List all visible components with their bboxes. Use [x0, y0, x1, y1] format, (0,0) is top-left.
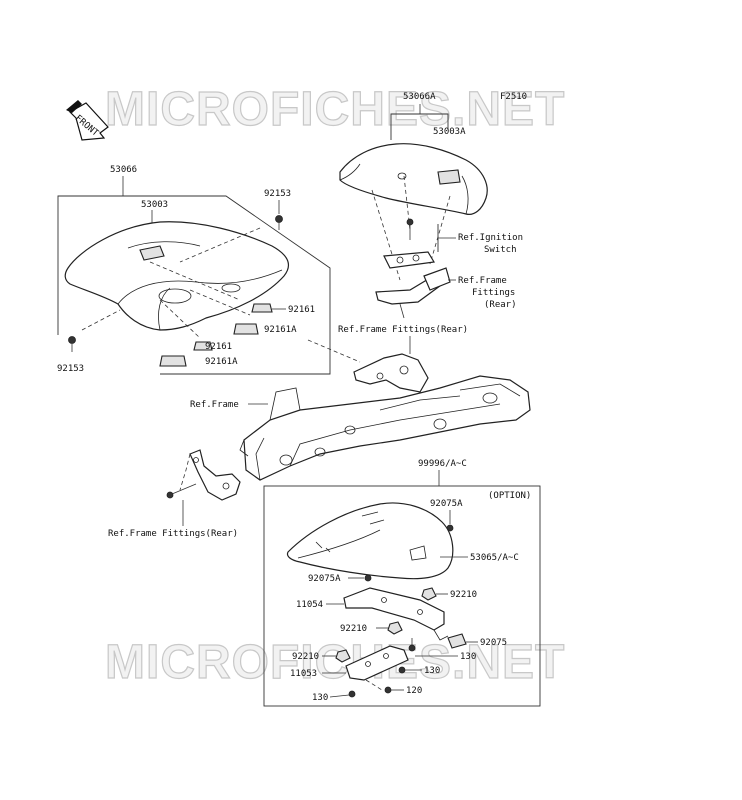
bolt-120-icon — [384, 686, 392, 694]
figure-code: F2510 — [500, 92, 527, 102]
label-92153-left: 92153 — [57, 364, 84, 374]
plate-11053-part — [345, 645, 409, 691]
label-130-bottom: 130 — [312, 693, 328, 703]
watermark-bottom: MICROFICHES.NET — [105, 636, 565, 689]
label-ref-frame: Ref.Frame — [190, 400, 239, 410]
label-53003a: 53003A — [433, 127, 466, 137]
leader-130-bottom — [329, 694, 350, 698]
frame-fittings-rear-mid-part — [307, 339, 429, 393]
bracket-11054-part — [343, 587, 449, 641]
bolt-130-right-b-icon — [398, 666, 406, 674]
label-92210-left: 92210 — [292, 652, 319, 662]
bolt-130-right-a-icon — [408, 638, 416, 652]
label-92210-mid: 92210 — [340, 624, 367, 634]
label-92161-2: 92161 — [205, 342, 232, 352]
solo-seat-cover-option-part — [286, 502, 454, 580]
option-label: (OPTION) — [488, 491, 531, 501]
rear-frame-part — [239, 375, 531, 481]
label-92075a-left: 92075A — [308, 574, 341, 584]
cover-group-bracket — [390, 113, 449, 140]
label-53066: 53066 — [110, 165, 137, 175]
seat-part — [64, 221, 290, 339]
label-92075: 92075 — [480, 638, 507, 648]
label-ref-frame-fittings-rear-low: Ref.Frame Fittings(Rear) — [108, 529, 238, 539]
label-ref-frame-rear-3: (Rear) — [484, 300, 517, 310]
seat-group-box — [57, 195, 331, 375]
screw-92075a-left-icon — [364, 574, 372, 582]
label-ref-ignition-2: Switch — [484, 245, 517, 255]
label-ref-frame-rear-1: Ref.Frame — [458, 276, 507, 286]
front-arrow-icon: FRONT — [66, 100, 109, 141]
label-11054: 11054 — [296, 600, 323, 610]
label-92161-1: 92161 — [288, 305, 315, 315]
watermark-top: MICROFICHES.NET — [105, 83, 565, 136]
label-option-kit: 99996/A~C — [418, 459, 467, 469]
label-130-right-a: 130 — [460, 652, 476, 662]
label-53003: 53003 — [141, 200, 168, 210]
nut-92210-mid-icon — [387, 621, 403, 635]
frame-fittings-rear-low-part — [166, 449, 241, 501]
bolt-130-bottom-icon — [348, 690, 356, 698]
label-53065: 53065/A~C — [470, 553, 519, 563]
label-ref-ignition-1: Ref.Ignition — [458, 233, 523, 243]
bolt-92153-left-icon — [68, 336, 76, 352]
label-92161a-1: 92161A — [264, 325, 297, 335]
option-group-box — [263, 485, 541, 707]
label-92075a-top: 92075A — [430, 499, 463, 509]
bolt-92153-top-icon — [275, 215, 283, 230]
nut-92210-left-icon — [335, 649, 351, 663]
pad-92075-icon — [447, 633, 467, 649]
nut-92210-right-icon — [421, 587, 437, 601]
label-ref-frame-rear-2: Fittings — [472, 288, 515, 298]
damper-92161a-second-icon — [159, 355, 187, 367]
label-92161a-2: 92161A — [205, 357, 238, 367]
label-ref-frame-fittings-rear-mid: Ref.Frame Fittings(Rear) — [338, 325, 468, 335]
label-92210-right: 92210 — [450, 590, 477, 600]
label-11053: 11053 — [290, 669, 317, 679]
damper-92161a-icon — [233, 323, 259, 335]
label-92153-top: 92153 — [264, 189, 291, 199]
ignition-switch-parts-icon — [375, 218, 451, 319]
damper-92161-icon — [251, 303, 273, 313]
label-130-right-b: 130 — [424, 666, 440, 676]
label-120: 120 — [406, 686, 422, 696]
label-53066a: 53066A — [403, 92, 436, 102]
damper-92161-second-icon — [193, 341, 213, 351]
